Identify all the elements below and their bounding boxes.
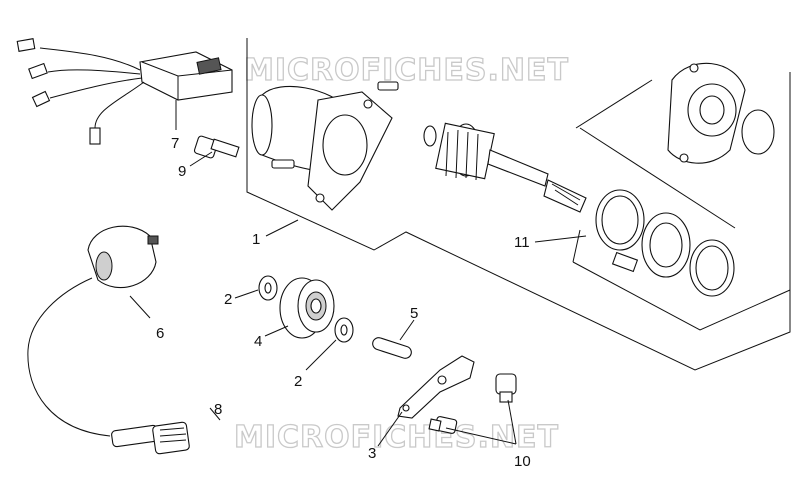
callout-2-upper: 2 [224, 291, 232, 308]
leader-lines [129, 100, 587, 447]
assembly-boundary [246, 38, 791, 371]
callout-3: 3 [368, 445, 376, 462]
callout-6: 6 [156, 325, 164, 342]
callout-7: 7 [171, 135, 179, 152]
pin-part [372, 337, 412, 359]
spark-plug-cap-part [111, 421, 190, 455]
ignition-coil-part [27, 225, 159, 437]
callout-9: 9 [178, 163, 186, 180]
watermark-top: MICROFICHES.NET [244, 53, 569, 88]
starter-motor-part [251, 62, 775, 213]
regulator-part [16, 38, 233, 145]
washer-part-a [258, 275, 278, 301]
callout-4: 4 [254, 333, 262, 350]
watermark-bottom: MICROFICHES.NET [234, 420, 559, 455]
callout-2-lower: 2 [294, 373, 302, 390]
washer-part-b [334, 317, 354, 343]
starter-gear-part [279, 277, 335, 339]
callout-5: 5 [410, 305, 418, 322]
callout-8: 8 [214, 401, 222, 418]
callout-labels: 7 9 1 11 2 6 4 5 2 8 3 10 [156, 135, 531, 470]
screw-part-a [495, 373, 517, 403]
callout-10: 10 [514, 453, 531, 470]
bracket-part [397, 355, 475, 419]
callout-11: 11 [514, 234, 530, 251]
bolt-part [193, 135, 240, 159]
callout-1: 1 [252, 231, 260, 248]
seal-kit-part [595, 189, 735, 297]
